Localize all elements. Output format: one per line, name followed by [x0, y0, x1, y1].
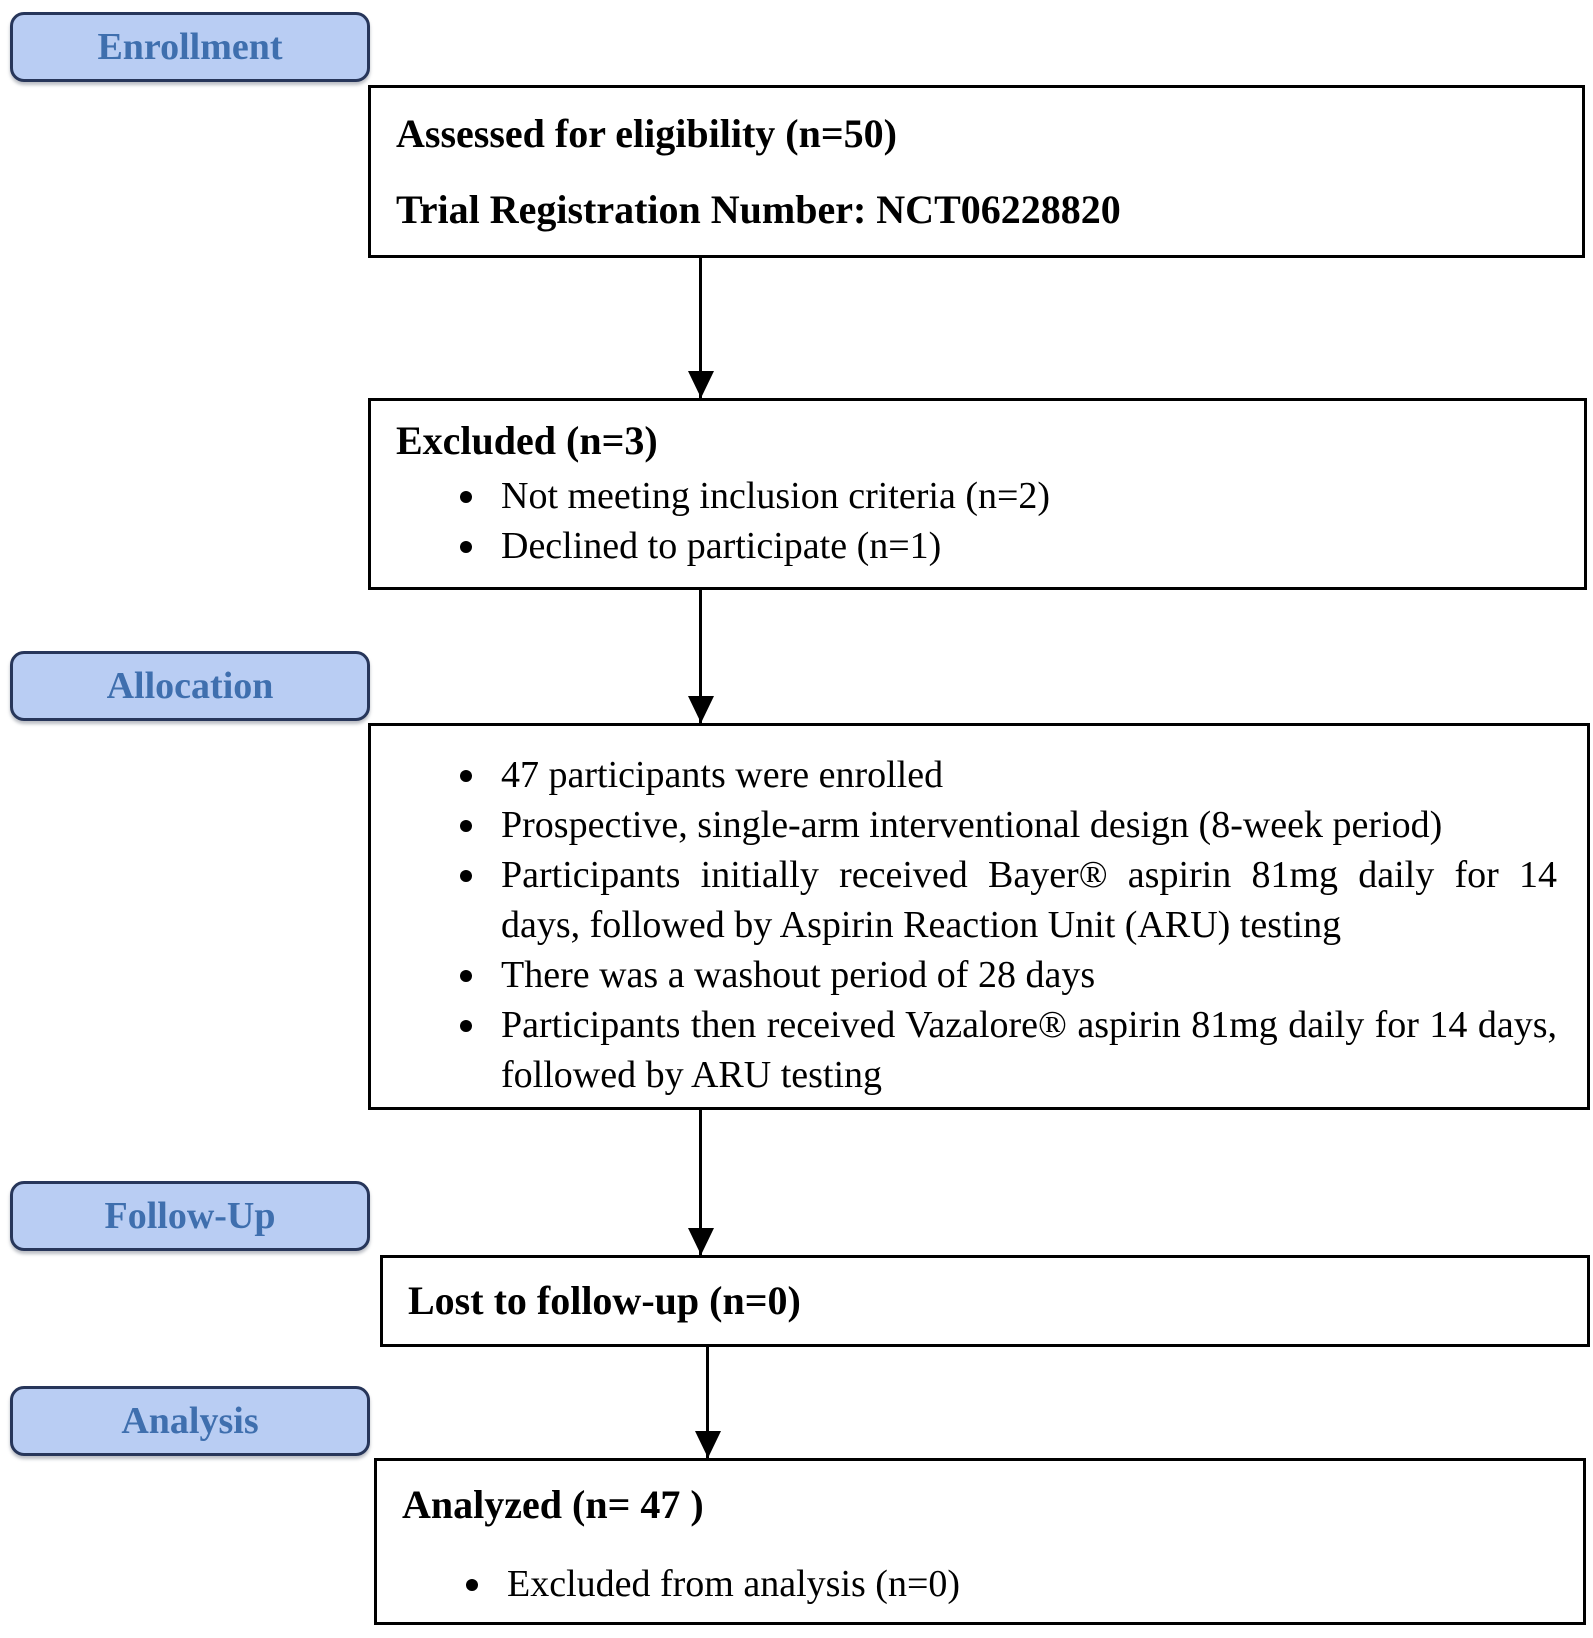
- assessed-eligibility-text: Assessed for eligibility (n=50): [396, 111, 897, 156]
- allocation-bullet-item: Participants initially received Bayer® a…: [458, 850, 1557, 950]
- excluded-bullet-item: Not meeting inclusion criteria (n=2): [458, 471, 1554, 521]
- box-analyzed: Analyzed (n= 47 ) Excluded from analysis…: [374, 1458, 1586, 1625]
- analyzed-title: Analyzed (n= 47 ): [402, 1482, 704, 1527]
- allocation-bullet-list: 47 participants were enrolled Prospectiv…: [458, 750, 1557, 1100]
- box-lost-followup: Lost to follow-up (n=0): [380, 1255, 1590, 1347]
- box-excluded: Excluded (n=3) Not meeting inclusion cri…: [368, 398, 1587, 590]
- stage-label-enrollment-text: Enrollment: [97, 26, 283, 68]
- allocation-bullet-item: Participants then received Vazalore® asp…: [458, 1000, 1557, 1100]
- stage-label-enrollment: Enrollment: [10, 12, 370, 82]
- stage-label-allocation: Allocation: [10, 651, 370, 721]
- arrow-assessed-to-excluded: [699, 258, 702, 398]
- trial-registration-text: Trial Registration Number: NCT06228820: [396, 187, 1121, 232]
- analyzed-bullet-list: Excluded from analysis (n=0): [464, 1559, 1553, 1609]
- allocation-bullet-item: Prospective, single-arm interventional d…: [458, 800, 1557, 850]
- arrow-followup-to-analysis: [706, 1347, 709, 1458]
- allocation-bullet-item: There was a washout period of 28 days: [458, 950, 1557, 1000]
- stage-label-analysis-text: Analysis: [121, 1400, 259, 1442]
- excluded-title: Excluded (n=3): [396, 418, 658, 463]
- stage-label-followup-text: Follow-Up: [104, 1195, 276, 1237]
- stage-label-allocation-text: Allocation: [106, 665, 274, 707]
- box-assessed-eligibility: Assessed for eligibility (n=50) Trial Re…: [368, 85, 1585, 258]
- analyzed-bullet-item: Excluded from analysis (n=0): [464, 1559, 1553, 1609]
- lost-followup-text: Lost to follow-up (n=0): [408, 1278, 801, 1323]
- allocation-bullet-item: 47 participants were enrolled: [458, 750, 1557, 800]
- excluded-bullet-list: Not meeting inclusion criteria (n=2) Dec…: [458, 471, 1554, 571]
- stage-label-followup: Follow-Up: [10, 1181, 370, 1251]
- arrow-excluded-to-allocation: [699, 590, 702, 723]
- stage-label-analysis: Analysis: [10, 1386, 370, 1456]
- box-allocation-details: 47 participants were enrolled Prospectiv…: [368, 723, 1590, 1110]
- arrow-allocation-to-followup: [699, 1110, 702, 1255]
- excluded-bullet-item: Declined to participate (n=1): [458, 521, 1554, 571]
